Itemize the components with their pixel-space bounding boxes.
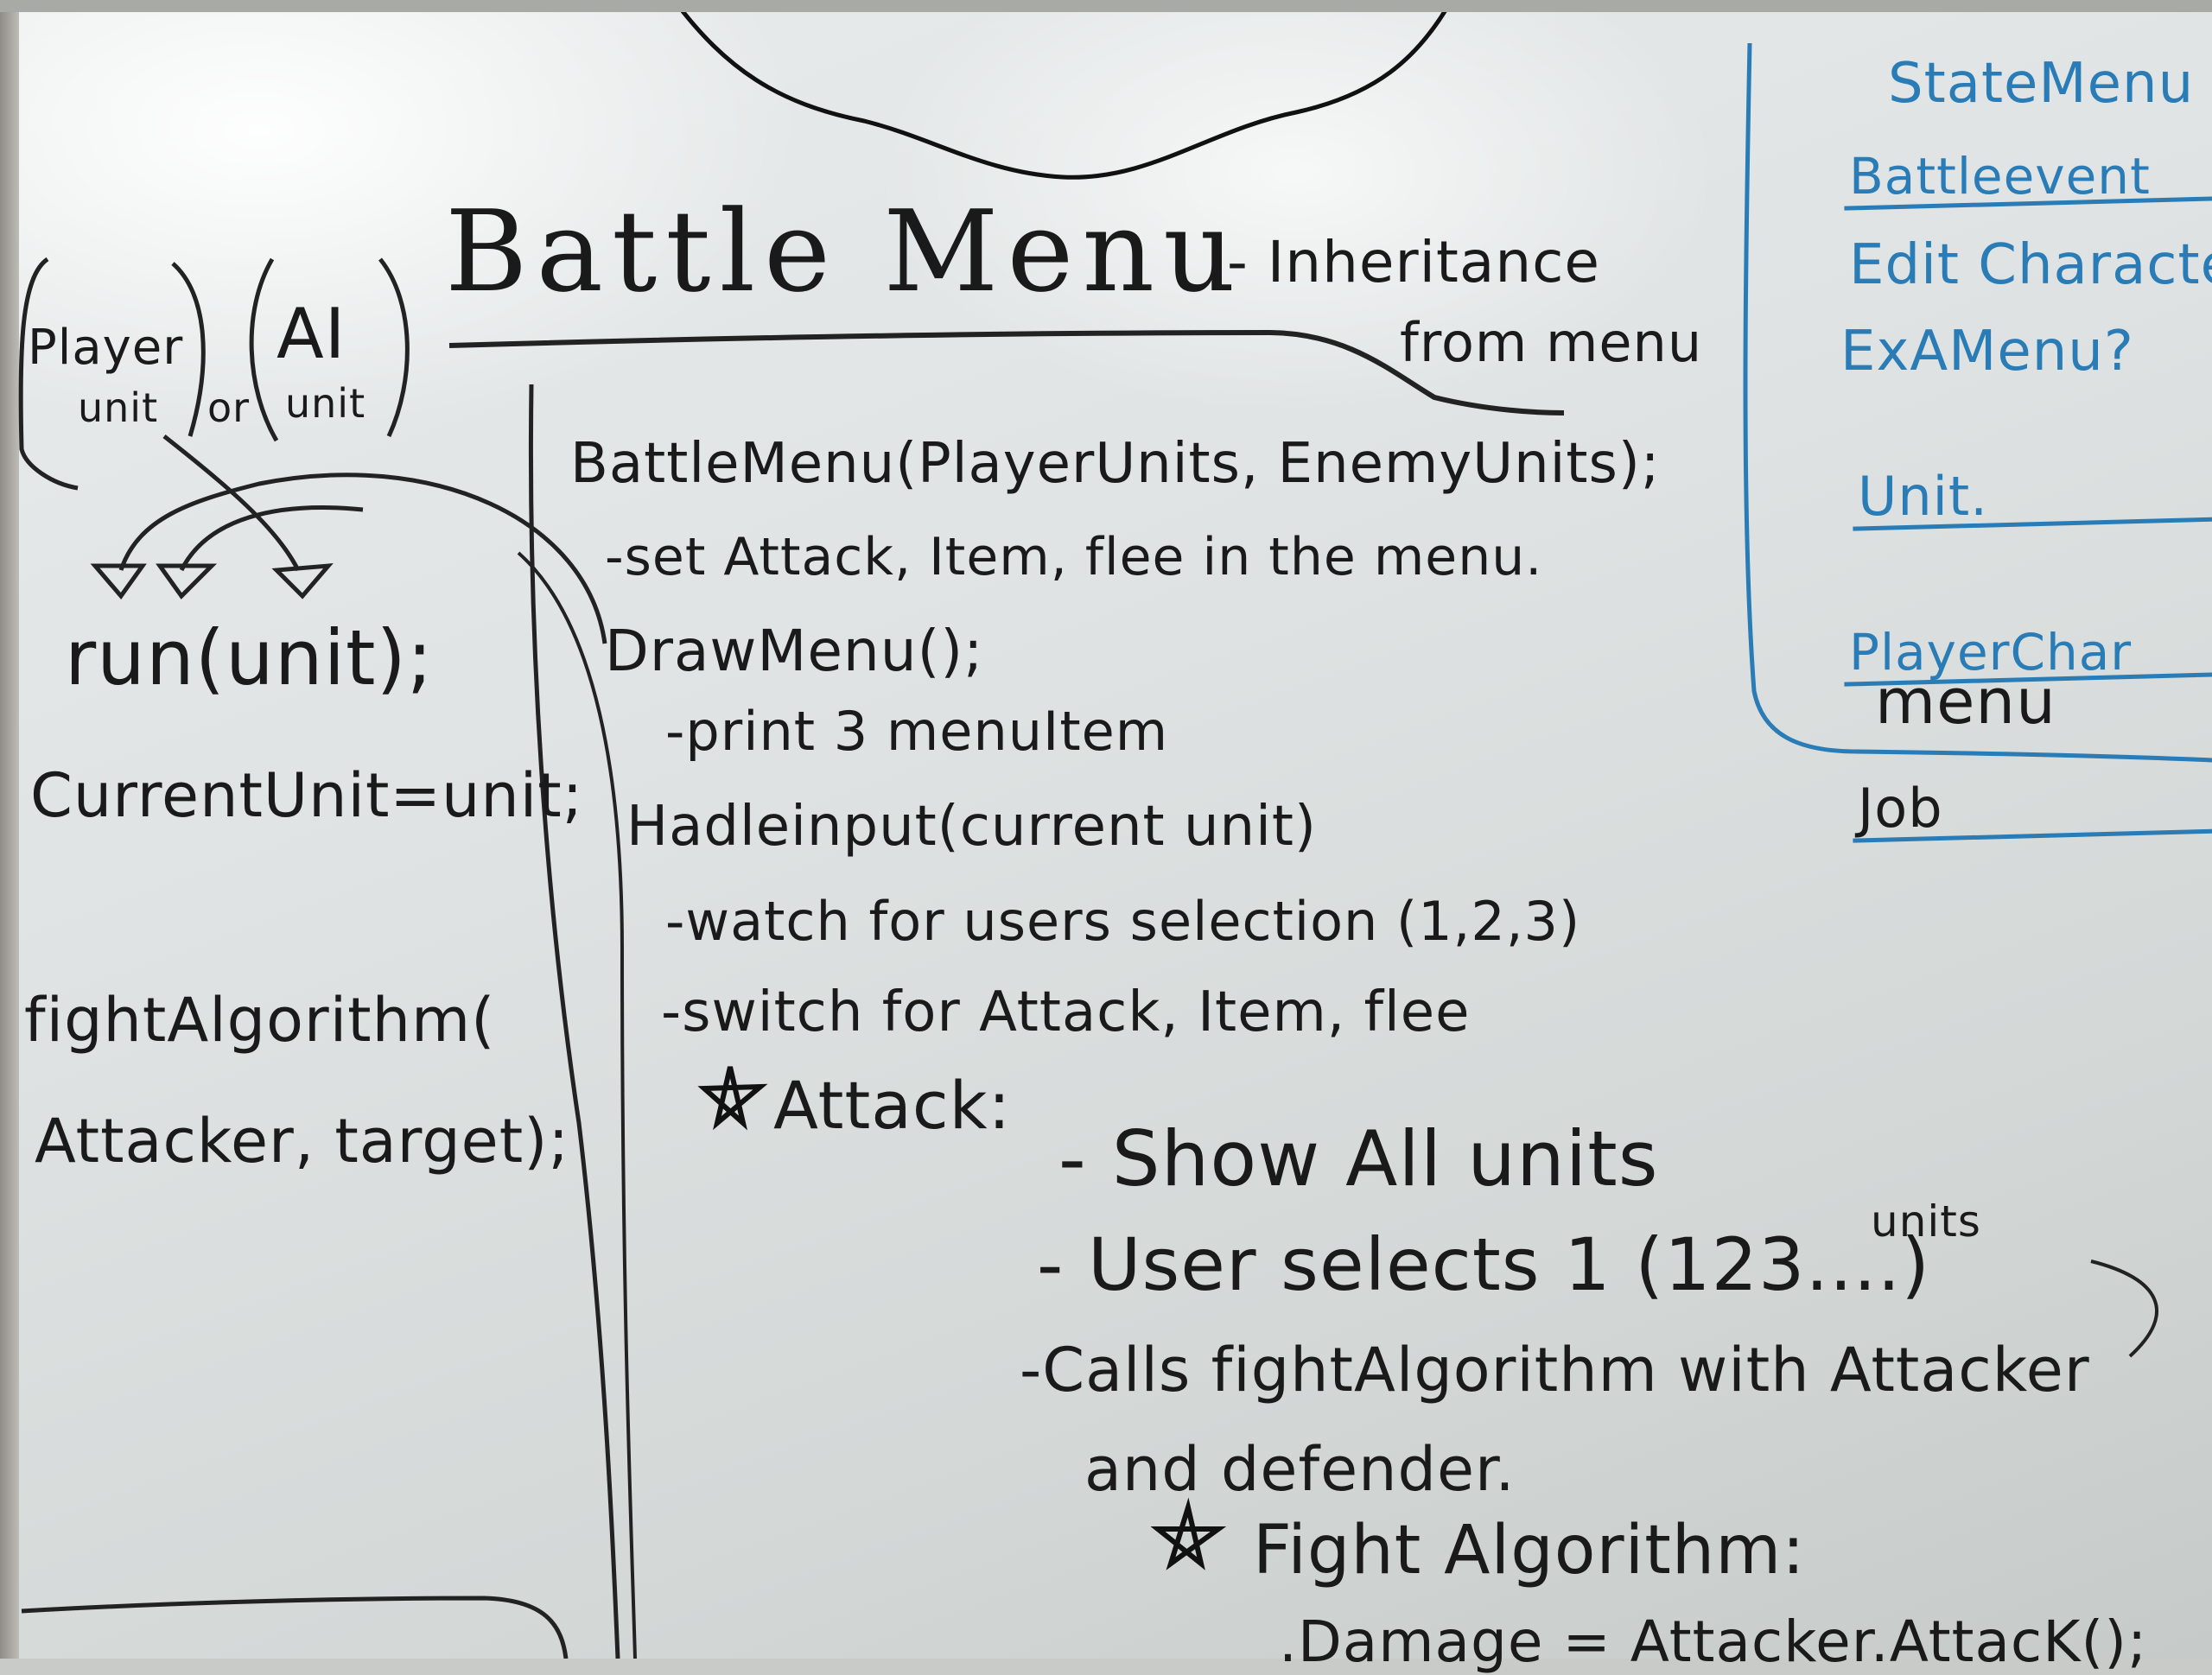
arrow-head-1 <box>271 563 334 600</box>
sidebar-box <box>1743 42 2212 763</box>
left-bracket-left <box>18 257 79 491</box>
bottom-left-box <box>21 1596 569 1659</box>
title: Battle Menu <box>445 186 1244 317</box>
sidebar-item-examenu: ExAMenu? <box>1840 320 2134 384</box>
ai-paren-left <box>249 257 279 442</box>
print-items-note: -print 3 menuItem <box>665 700 1169 763</box>
units-bracket <box>2090 1259 2158 1358</box>
units-note: units <box>1871 1196 1981 1247</box>
run-call: run(unit); <box>65 613 434 702</box>
fight-algorithm-heading: Fight Algorithm: <box>1253 1512 1806 1589</box>
sidebar-menu-label: menu <box>1875 665 2056 738</box>
ai-paren-right <box>378 257 410 438</box>
set-items-note: -set Attack, Item, flee in the menu. <box>605 527 1543 587</box>
switch-note: -switch for Attack, Item, flee <box>661 980 1471 1044</box>
main-divider <box>528 384 620 1659</box>
arrow-loop-1 <box>118 473 607 644</box>
handle-input-call: Hadleinput(current unit) <box>626 795 1317 859</box>
calls-fight-note: -Calls fightAlgorithm with Attacker <box>1020 1335 2090 1405</box>
arrow-loop-2 <box>179 505 364 572</box>
title-note-line-1: - Inheritance <box>1227 229 1601 295</box>
arrow-head-2 <box>90 563 147 600</box>
and-defender-note: and defender. <box>1084 1434 1516 1505</box>
sidebar-item-edit-characters: Edit Characters <box>1849 233 2212 297</box>
current-unit-assignment: CurrentUnit=unit; <box>30 760 584 831</box>
watch-selection-note: -watch for users selection (1,2,3) <box>665 890 1581 953</box>
attack-heading: Attack: <box>773 1067 1012 1144</box>
arrow-head-3 <box>156 563 218 600</box>
fight-algorithm-call: fightAlgorithm( <box>24 985 496 1056</box>
damage-formula: .Damage = Attacker.AttacK(); <box>1279 1608 2148 1675</box>
ai-unit-label: unit <box>285 380 366 427</box>
left-arc <box>517 551 637 1659</box>
player-label: Player <box>28 320 184 376</box>
board-top-rail <box>0 0 2212 12</box>
sidebar-item-statemenu: StateMenu <box>1888 52 2195 116</box>
player-paren-right <box>171 262 206 437</box>
player-unit-label: unit <box>78 384 159 431</box>
battle-menu-constructor: BattleMenu(PlayerUnits, EnemyUnits); <box>570 432 1661 496</box>
sidebar-item-battleevent: Battleevent <box>1849 147 2212 206</box>
star-fight-icon <box>1150 1497 1227 1570</box>
arrow-to-run-1 <box>162 435 301 572</box>
title-note-line-2: from menu <box>1400 311 1703 374</box>
draw-menu-call: DrawMenu(); <box>605 618 984 684</box>
fight-algorithm-args: Attacker, target); <box>35 1106 570 1177</box>
user-selects-note: - User selects 1 (123....) <box>1037 1222 1931 1307</box>
title-underline <box>448 329 1565 416</box>
or-label: or <box>207 384 251 431</box>
star-attack-icon <box>697 1066 768 1131</box>
top-wave-curve <box>672 0 1454 180</box>
sidebar-item-unit: Unit. <box>1858 465 2212 528</box>
sidebar-item-playerchar: PlayerChar <box>1849 623 2212 682</box>
sidebar-item-job: Job <box>1858 777 2212 840</box>
show-units-note: - Show All units <box>1058 1114 1659 1203</box>
ai-label: AI <box>276 294 346 374</box>
